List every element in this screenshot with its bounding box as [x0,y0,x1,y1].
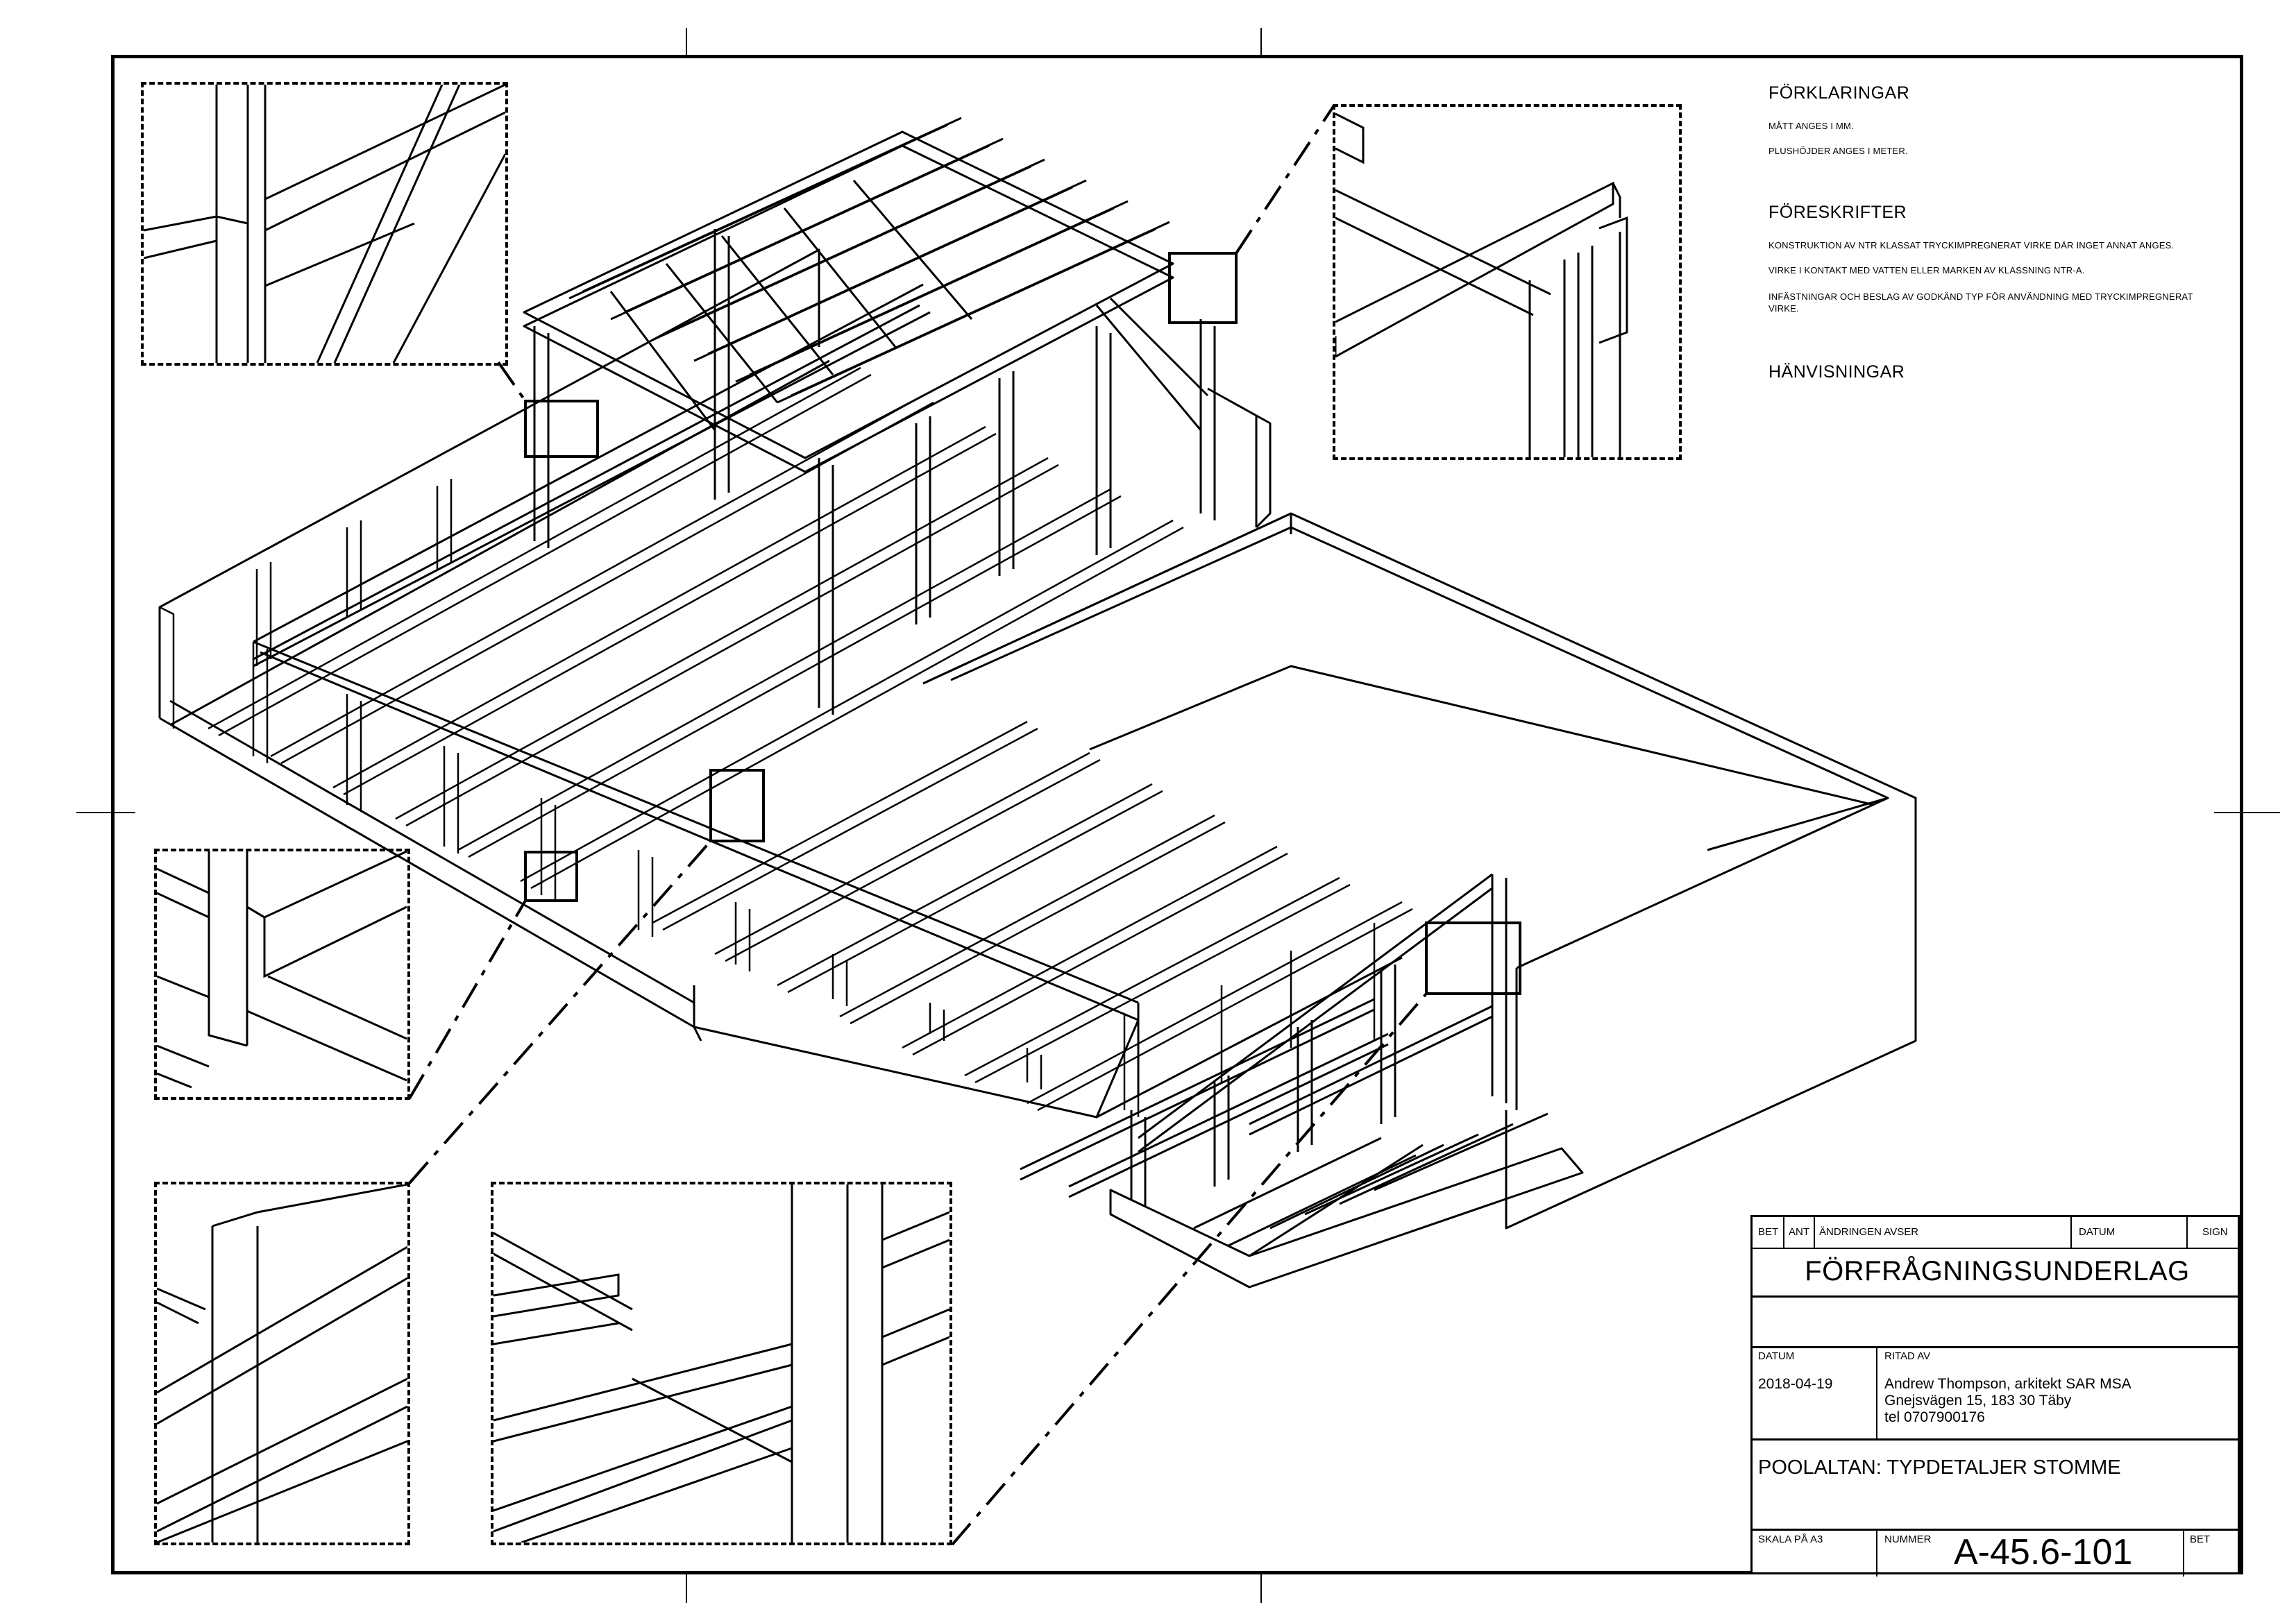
detail-inset-mid-left [154,849,410,1100]
back-railing [159,479,453,729]
regulation-line: VIRKE I KONTAKT MED VATTEN ELLER MARKEN … [1769,265,2085,275]
legend-line: MÅTT ANGES I MM. [1769,121,1854,131]
pergola [523,117,1272,715]
stair [1020,873,1584,1289]
detail-drawing-4 [156,1183,408,1544]
detail-drawing-5 [493,1184,950,1544]
detail-marker-1 [524,400,599,458]
scale-label: SKALA PÅ A3 [1758,1533,1823,1545]
detail-marker-2 [1168,252,1238,324]
rev-header-date: DATUM [2079,1226,2116,1238]
detail-drawing-3 [156,850,407,1089]
detail-inset-bottom-left [154,1182,410,1545]
railing-posts [252,642,1376,1117]
detail-marker-3 [524,851,578,902]
detail-marker-5 [1425,921,1521,995]
date-label: DATUM [1758,1350,1795,1362]
regulation-line: VIRKE. [1769,303,1799,314]
detail-marker-4 [709,769,765,842]
date-value: 2018-04-19 [1758,1376,1833,1392]
drawn-by-line: tel 0707900176 [1884,1409,1985,1425]
drawn-by-line: Gnejsvägen 15, 183 30 Täby [1884,1393,2072,1409]
bet-label: BET [2190,1533,2211,1545]
rev-header-change: ÄNDRINGEN AVSER [1819,1226,1919,1238]
regulations-heading: FÖRESKRIFTER [1769,203,1907,222]
rev-header-bet: BET [1758,1226,1779,1238]
title-block: BET ANT ÄNDRINGEN AVSER DATUM SIGN FÖRFR… [1750,1215,2242,1577]
detail-inset-top-right [1333,104,1682,460]
drawing-frame [111,55,2243,1574]
detail-inset-top-left [141,82,508,366]
pool-box [922,512,1917,1230]
project-title: POOLALTAN: TYPDETALJER STOMME [1758,1456,2121,1479]
detail-drawing-2 [1334,112,1628,457]
drawn-by-line: Andrew Thompson, arkitekt SAR MSA [1884,1376,2132,1392]
rev-header-ant: ANT [1789,1226,1809,1238]
references-heading: HÄNVISNINGAR [1769,362,1905,382]
legend-heading: FÖRKLARINGAR [1769,83,1910,103]
number-label: NUMMER [1884,1533,1932,1545]
document-status: FÖRFRÅGNINGSUNDERLAG [1805,1256,2190,1286]
detail-inset-bottom-center [491,1182,952,1545]
legend-line: PLUSHÖJDER ANGES I METER. [1769,146,1908,156]
regulation-line: INFÄSTNINGAR OCH BESLAG AV GODKÄND TYP F… [1769,291,2193,302]
rev-header-sign: SIGN [2202,1226,2228,1238]
regulation-line: KONSTRUKTION AV NTR KLASSAT TRYCKIMPREGN… [1769,240,2175,250]
drawing-number: A-45.6-101 [1954,1532,2133,1572]
detail-drawing-1 [143,83,507,364]
drawn-by-label: RITAD AV [1884,1350,1931,1362]
deck-frame [158,248,1403,1119]
